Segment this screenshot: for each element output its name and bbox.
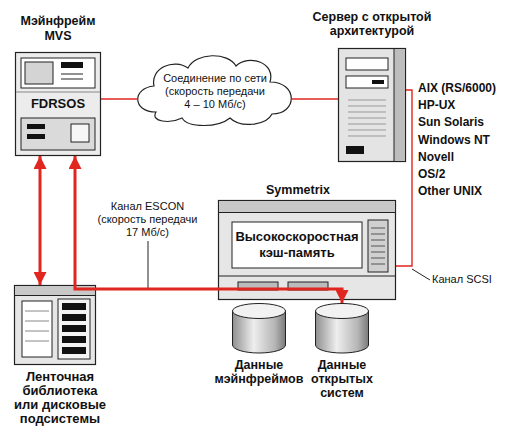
data-channel-arrow <box>39 156 42 285</box>
mainframe-panel <box>21 58 95 88</box>
cabinet-vent <box>371 228 385 229</box>
software-name: FDRSOS <box>15 96 101 111</box>
server-switch <box>346 146 364 154</box>
mainframe-door <box>71 124 89 142</box>
cabinet-vent <box>371 264 385 265</box>
server-node: Сервер с открытой архитектурой <box>338 48 406 162</box>
mainframe-slot <box>61 79 83 80</box>
mainframe-drive <box>27 124 45 129</box>
cabinet-vent <box>371 234 385 235</box>
tape-cartridge <box>62 314 86 321</box>
node-heading: Сервер с открытой архитектурой <box>302 10 442 38</box>
server-bay <box>346 58 388 70</box>
server-drive <box>372 80 384 84</box>
platform-name: Novell <box>418 150 454 164</box>
node-heading: Мэйнфрейм MVS <box>16 14 100 44</box>
network-cloud <box>138 56 292 126</box>
node-caption: Данные открытых систем <box>307 358 377 400</box>
storage-cabinet <box>219 201 396 300</box>
server-vent <box>348 100 386 101</box>
node-caption: Данные мэйнфреймов <box>213 358 305 386</box>
server-vent <box>348 130 386 131</box>
platform-name: HP-UX <box>418 98 455 112</box>
tape-rack <box>58 299 90 359</box>
tape-cartridge <box>62 347 86 354</box>
mainframe-drive <box>27 134 45 139</box>
server-vent <box>348 118 386 119</box>
platform-name: Other UNIX <box>418 184 482 198</box>
cabinet-vent <box>371 258 385 259</box>
server-bay <box>346 76 388 88</box>
node-outline <box>14 285 96 365</box>
mainframe-node: Мэйнфрейм MVSFDRSOS <box>15 52 101 156</box>
storage-node: SymmetrixВысокоскоростная кэш-память <box>218 200 396 300</box>
network-cloud-node: Соединение по сети (скорость передачи 4 … <box>138 52 292 128</box>
node-heading: Symmetrix <box>218 183 378 197</box>
cabinet-vent <box>371 240 385 241</box>
server-vent <box>348 106 386 107</box>
cabinet-top <box>219 201 396 213</box>
mainframe-slot <box>61 74 83 75</box>
disk-top <box>233 304 286 319</box>
tape-shelf <box>25 321 49 322</box>
server-tower <box>339 49 406 162</box>
cabinet-drawer <box>238 282 278 290</box>
node-outline <box>315 303 369 353</box>
tape-shelf <box>25 331 49 332</box>
mainframe-cabinet <box>16 53 101 156</box>
mainframe-indicator <box>61 62 83 68</box>
tape-cartridge <box>62 325 86 332</box>
cache-label: Высокоскоростная кэш-память <box>232 229 362 261</box>
mainframe-divider <box>16 92 100 93</box>
node-outline <box>232 303 286 353</box>
tape-cartridge <box>62 303 86 310</box>
platform-name: AIX (RS/6000) <box>418 81 496 95</box>
disk-node: Данные мэйнфреймов <box>232 303 286 353</box>
cabinet-vent <box>371 252 385 253</box>
mainframe-screen <box>25 62 53 84</box>
cabinet-vent <box>371 246 385 247</box>
channel-label: Канал ESCON (скорость передачи 17 Мб/с) <box>94 200 201 239</box>
tape-top <box>15 286 96 296</box>
server-vent <box>348 136 386 137</box>
node-outline <box>338 48 406 162</box>
disk-node: Данные открытых систем <box>315 303 369 353</box>
cabinet-divider <box>219 276 395 277</box>
tape-library <box>15 286 96 365</box>
cloud-text: Соединение по сети (скорость передачи 4 … <box>162 72 268 111</box>
server-vent <box>348 124 386 125</box>
mainframe-base <box>21 118 95 150</box>
tape-shelf <box>25 341 49 342</box>
connection-line <box>101 98 138 99</box>
channel-label: Канал SCSI <box>432 273 492 286</box>
tape-shelf <box>25 311 49 312</box>
cabinet-drawer <box>288 282 328 290</box>
disk-top <box>316 304 369 319</box>
server-vent <box>348 112 386 113</box>
leader-line <box>148 241 149 289</box>
node-caption: Ленточная библиотека или дисковые подсис… <box>12 370 108 426</box>
cache-panel <box>232 222 362 268</box>
server-side <box>394 49 406 162</box>
cabinet-column <box>368 220 388 272</box>
leader-line <box>412 269 430 280</box>
platform-name: Windows NT <box>418 133 490 147</box>
tape-library-node: Ленточная библиотека или дисковые подсис… <box>14 285 96 365</box>
connection-line <box>292 98 338 99</box>
tape-cartridge <box>62 336 86 343</box>
tape-window <box>22 301 52 357</box>
platform-name: Sun Solaris <box>418 115 484 129</box>
platform-name: OS/2 <box>418 167 445 181</box>
